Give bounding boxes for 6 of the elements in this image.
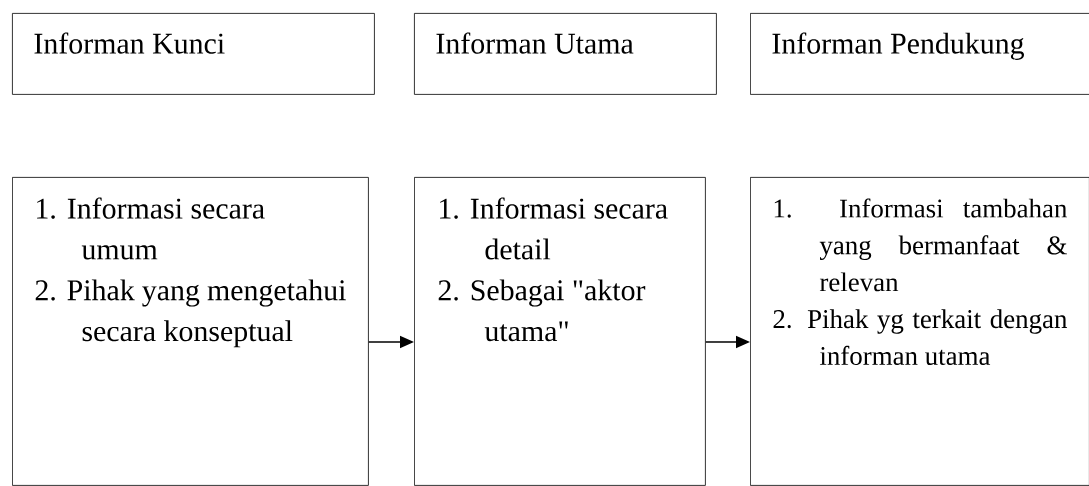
heading-box: Informan Kunci [12, 13, 375, 95]
heading-box: Informan Pendukung [750, 13, 1089, 95]
heading-box: Informan Utama [414, 13, 717, 95]
description-box: 1. Informasi secara umum 2. Pihak yang mengetahui secara konseptual [12, 177, 369, 486]
description-box: 1. Informasi tambahan yang bermanfaat & relevan 2. Pihak yg terkait dengan informan utama [750, 177, 1089, 486]
description-box: 1. Informasi secara detail 2. Sebagai "aktor utama" [414, 177, 706, 486]
